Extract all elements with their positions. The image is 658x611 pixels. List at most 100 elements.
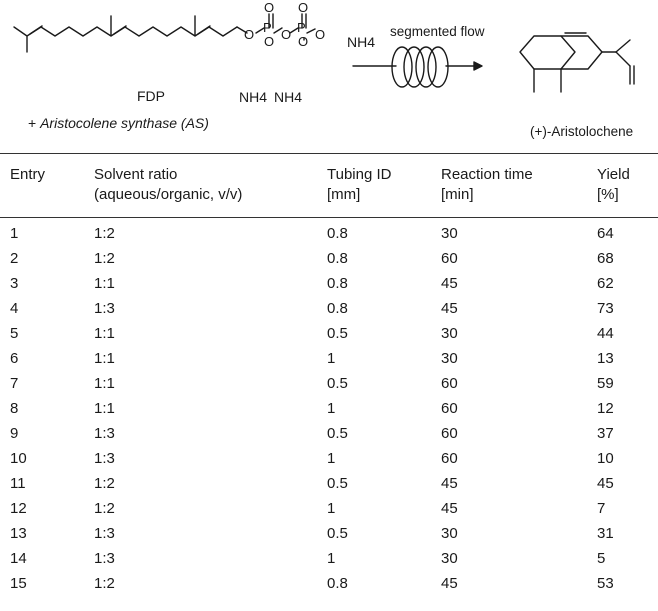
cell-tubing: 0.8 <box>327 575 348 592</box>
cell-entry: 10 <box>10 450 27 467</box>
scheme-drawing <box>13 13 635 93</box>
atom-o: O <box>281 27 292 42</box>
header-solvent-ratio: Solvent ratio (aqueous/organic, v/v) <box>94 166 243 203</box>
cell-tubing: 1 <box>327 350 336 367</box>
cell-ratio: 1:2 <box>94 475 115 492</box>
cell-time: 60 <box>441 425 458 442</box>
cell-entry: 1 <box>10 225 19 242</box>
cell-tubing: 0.8 <box>327 300 348 317</box>
cell-yield: 73 <box>597 300 614 317</box>
cell-ratio: 1:3 <box>94 450 115 467</box>
cell-yield: 31 <box>597 525 614 542</box>
enzyme-name: Aristocolene synthase (AS) <box>40 115 209 131</box>
reaction-scheme: O P O O O P O O O NH4 segmented flow FDP… <box>0 0 658 146</box>
cell-yield: 44 <box>597 325 614 342</box>
cell-ratio: 1:2 <box>94 575 115 592</box>
cell-entry: 5 <box>10 325 19 342</box>
enzyme-prefix: + <box>28 115 37 131</box>
cell-time: 45 <box>441 300 458 317</box>
cell-entry: 2 <box>10 250 19 267</box>
cell-ratio: 1:1 <box>94 400 115 417</box>
cell-tubing: 1 <box>327 400 336 417</box>
atom-p: P <box>263 20 272 35</box>
cell-entry: 15 <box>10 575 27 592</box>
cell-yield: 68 <box>597 250 614 267</box>
cell-yield: 13 <box>597 350 614 367</box>
cell-ratio: 1:3 <box>94 525 115 542</box>
cell-time: 30 <box>441 350 458 367</box>
cell-entry: 6 <box>10 350 19 367</box>
cell-ratio: 1:3 <box>94 425 115 442</box>
cell-entry: 9 <box>10 425 19 442</box>
flow-coil <box>352 46 483 88</box>
cell-ratio: 1:2 <box>94 500 115 517</box>
cell-ratio: 1:3 <box>94 300 115 317</box>
cell-ratio: 1:1 <box>94 350 115 367</box>
atom-o: O <box>315 27 326 42</box>
atom-o: O <box>298 0 309 15</box>
table-row: 8 1:1 1 60 12 <box>0 400 658 420</box>
cell-yield: 62 <box>597 275 614 292</box>
cell-time: 60 <box>441 375 458 392</box>
cell-tubing: 0.5 <box>327 425 348 442</box>
cell-yield: 12 <box>597 400 614 417</box>
cell-entry: 3 <box>10 275 19 292</box>
cell-ratio: 1:3 <box>94 550 115 567</box>
cell-ratio: 1:1 <box>94 275 115 292</box>
cell-tubing: 0.5 <box>327 325 348 342</box>
cell-tubing: 0.5 <box>327 375 348 392</box>
flow-label: segmented flow <box>390 24 485 39</box>
substrate-label: FDP <box>137 88 165 104</box>
header-rule <box>0 217 658 218</box>
cell-time: 60 <box>441 250 458 267</box>
cell-yield: 37 <box>597 425 614 442</box>
cell-entry: 14 <box>10 550 27 567</box>
header-yield: Yield [%] <box>597 166 630 203</box>
product-label: (+)-Aristolochene <box>530 124 634 139</box>
header-entry: Entry <box>10 166 46 183</box>
header-reaction-time: Reaction time [min] <box>441 166 533 203</box>
cell-time: 30 <box>441 550 458 567</box>
cell-tubing: 0.5 <box>327 475 348 492</box>
table-row: 2 1:2 0.8 60 68 <box>0 250 658 270</box>
counter-ion-right: NH4 <box>274 89 303 105</box>
atom-o: O <box>298 34 309 49</box>
cell-time: 45 <box>441 475 458 492</box>
cell-entry: 7 <box>10 375 19 392</box>
cell-entry: 12 <box>10 500 27 517</box>
table-row: 6 1:1 1 30 13 <box>0 350 658 370</box>
table-row: 9 1:3 0.5 60 37 <box>0 425 658 445</box>
cell-yield: 7 <box>597 500 606 517</box>
cell-yield: 10 <box>597 450 614 467</box>
table-row: 4 1:3 0.8 45 73 <box>0 300 658 320</box>
cell-time: 30 <box>441 525 458 542</box>
fdp-structure <box>13 13 316 53</box>
cell-tubing: 0.5 <box>327 525 348 542</box>
cell-entry: 4 <box>10 300 19 317</box>
enzyme-label: + Aristocolene synthase (AS) <box>28 115 209 131</box>
cell-entry: 8 <box>10 400 19 417</box>
cell-time: 60 <box>441 400 458 417</box>
counter-ion-top: NH4 <box>347 34 376 50</box>
cell-ratio: 1:1 <box>94 325 115 342</box>
atom-o: O <box>244 27 255 42</box>
cell-ratio: 1:2 <box>94 250 115 267</box>
atom-o: O <box>264 0 275 15</box>
cell-entry: 11 <box>10 475 26 492</box>
top-rule <box>0 153 658 154</box>
cell-tubing: 0.8 <box>327 225 348 242</box>
cell-time: 60 <box>441 450 458 467</box>
cell-tubing: 1 <box>327 500 336 517</box>
cell-time: 45 <box>441 575 458 592</box>
cell-ratio: 1:1 <box>94 375 115 392</box>
cell-time: 30 <box>441 225 458 242</box>
cell-tubing: 0.8 <box>327 275 348 292</box>
cell-tubing: 0.8 <box>327 250 348 267</box>
